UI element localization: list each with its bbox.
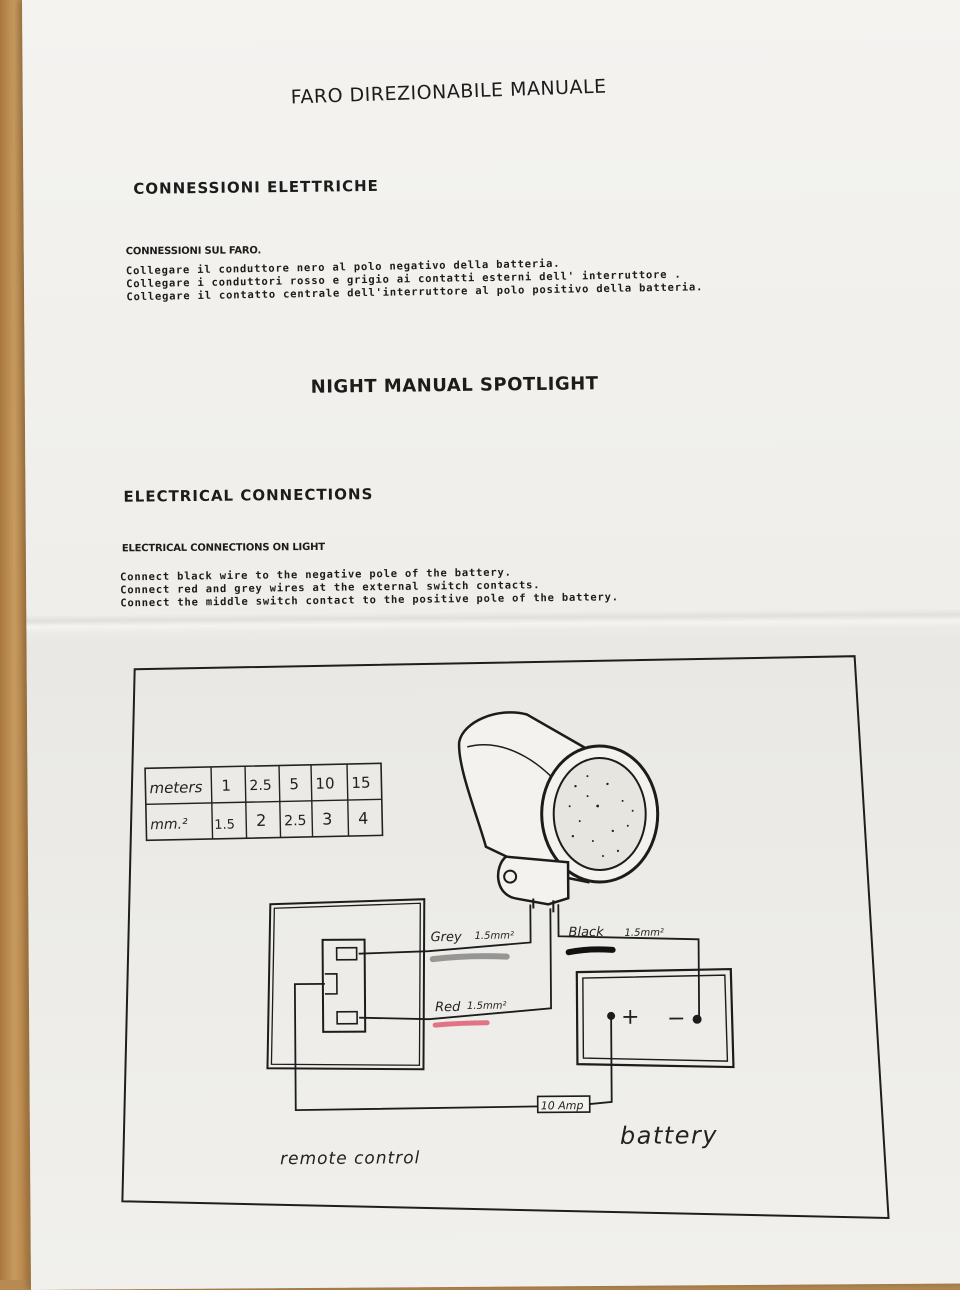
spotlight-illustration: [457, 711, 660, 913]
table-mm2-4: 3: [322, 809, 333, 828]
battery-negative-terminal: [692, 1014, 702, 1024]
grey-wire: [358, 904, 532, 955]
table-mm2-5: 4: [358, 809, 369, 828]
table-mm2-2: 2: [256, 811, 267, 830]
red-wire-swatch: [432, 1020, 490, 1028]
table-mm2-1: 1.5: [214, 817, 235, 832]
cable-size-table: meters mm.² 1 2.5 5 10 15 1.5 2 2.5 3 4: [144, 762, 384, 842]
red-wire-size: 1.5mm²: [467, 1001, 506, 1012]
wires: [293, 904, 701, 1112]
italian-subsection-heading: CONNESSIONI SUL FARO.: [125, 245, 262, 258]
table-mm2-3: 2.5: [284, 813, 307, 829]
grey-wire-size: 1.5mm²: [475, 931, 514, 942]
black-wire-swatch: [565, 946, 616, 956]
switch-bottom-contact: [336, 1010, 358, 1025]
italian-title: FARO DIREZIONABILE MANUALE: [290, 75, 607, 109]
table-header-mm2: mm.²: [150, 816, 188, 833]
switch-middle-contact: [324, 973, 338, 995]
english-subsection-heading: ELECTRICAL CONNECTIONS ON LIGHT: [121, 541, 325, 555]
table-meters-5: 15: [351, 774, 370, 792]
grey-wire-swatch: [429, 953, 510, 963]
english-instructions: Connect black wire to the negative pole …: [120, 565, 619, 610]
grey-wire-label: Grey: [431, 930, 463, 945]
remote-control-switch: [266, 898, 426, 1071]
italian-section-heading: CONNESSIONI ELETTRICHE: [133, 176, 379, 198]
switch-to-fuse-wire: [293, 983, 540, 1112]
battery-label: battery: [620, 1121, 718, 1150]
red-wire-label: Red: [435, 1000, 461, 1015]
switch-top-contact: [335, 946, 358, 961]
english-section-heading: ELECTRICAL CONNECTIONS: [123, 485, 374, 506]
table-meters-4: 10: [315, 774, 334, 792]
diagram-frame: [121, 655, 890, 1220]
english-title: NIGHT MANUAL SPOTLIGHT: [310, 373, 599, 398]
black-wire: [557, 904, 701, 1020]
fuse-to-battery-wire: [589, 1015, 613, 1105]
table-meters-1: 1: [221, 777, 231, 795]
red-wire: [359, 908, 552, 1021]
fuse: 10 Amp: [536, 1095, 591, 1114]
table-header-meters: meters: [149, 778, 202, 797]
table-meters-3: 5: [289, 775, 299, 793]
italian-instructions: Collegare il conduttore nero al polo neg…: [126, 255, 703, 304]
black-wire-size: 1.5mm²: [624, 928, 663, 939]
instruction-sheet: FARO DIREZIONABILE MANUALE CONNESSIONI E…: [22, 0, 960, 1290]
paper-fold: [26, 608, 960, 633]
battery-minus-sign: −: [667, 1006, 686, 1031]
remote-control-label: remote control: [280, 1148, 420, 1169]
table-meters-2: 2.5: [249, 778, 272, 794]
black-wire-label: Black: [568, 925, 604, 940]
fuse-label: 10 Amp: [541, 1099, 584, 1112]
battery-plus-sign: +: [621, 1005, 640, 1030]
battery-symbol: + −: [575, 967, 735, 1069]
wiring-diagram: meters mm.² 1 2.5 5 10 15 1.5 2 2.5 3 4: [121, 655, 890, 1220]
